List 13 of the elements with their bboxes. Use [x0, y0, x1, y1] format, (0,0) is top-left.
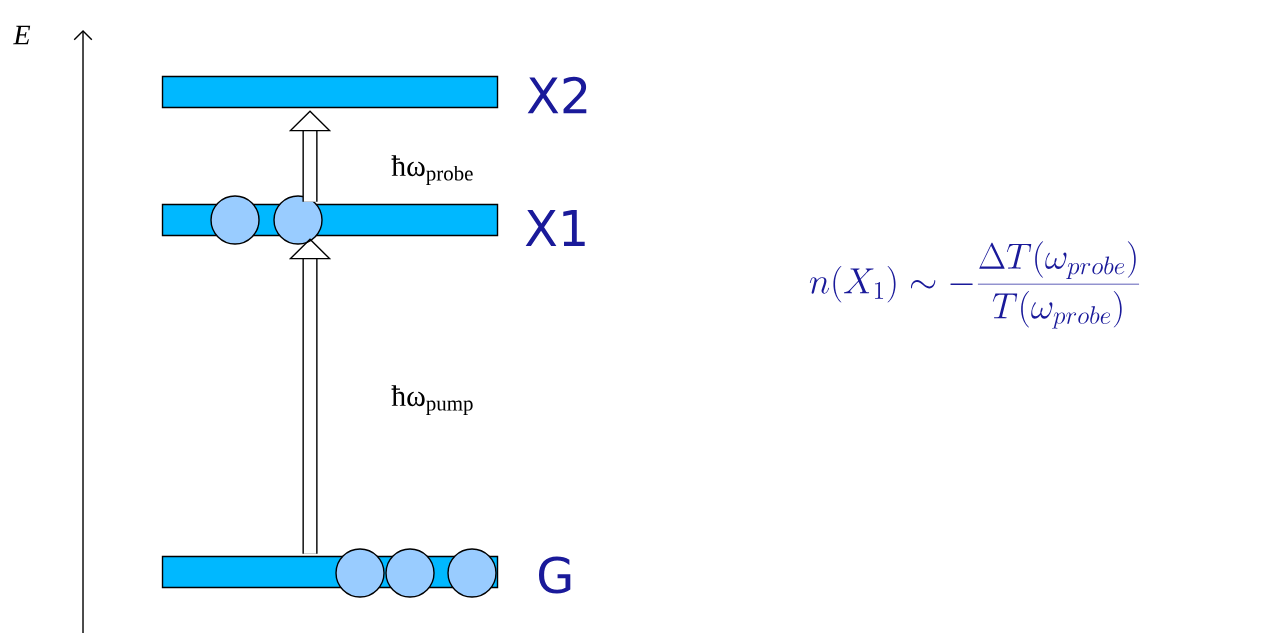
- level-label: G: [539, 556, 571, 594]
- electron-circle: [210, 195, 260, 245]
- edge-label: ħω$_{probe}$: [391, 155, 473, 185]
- energy-level-bar: [161, 75, 499, 109]
- electron-circle: [385, 548, 435, 598]
- axis-label: E: [13, 25, 31, 45]
- edge-label: ħω$_{pump}$: [391, 385, 473, 415]
- level-label: X2: [527, 76, 587, 114]
- electron-circle: [273, 195, 323, 245]
- level-label: X1: [525, 210, 585, 246]
- electron-circle: [447, 548, 497, 598]
- formula: $n(X_1)\sim -\frac{\Delta T(\omega_{probe})}{T(\omega_{probe})}$: [809, 241, 1140, 329]
- electron-circle: [335, 548, 385, 598]
